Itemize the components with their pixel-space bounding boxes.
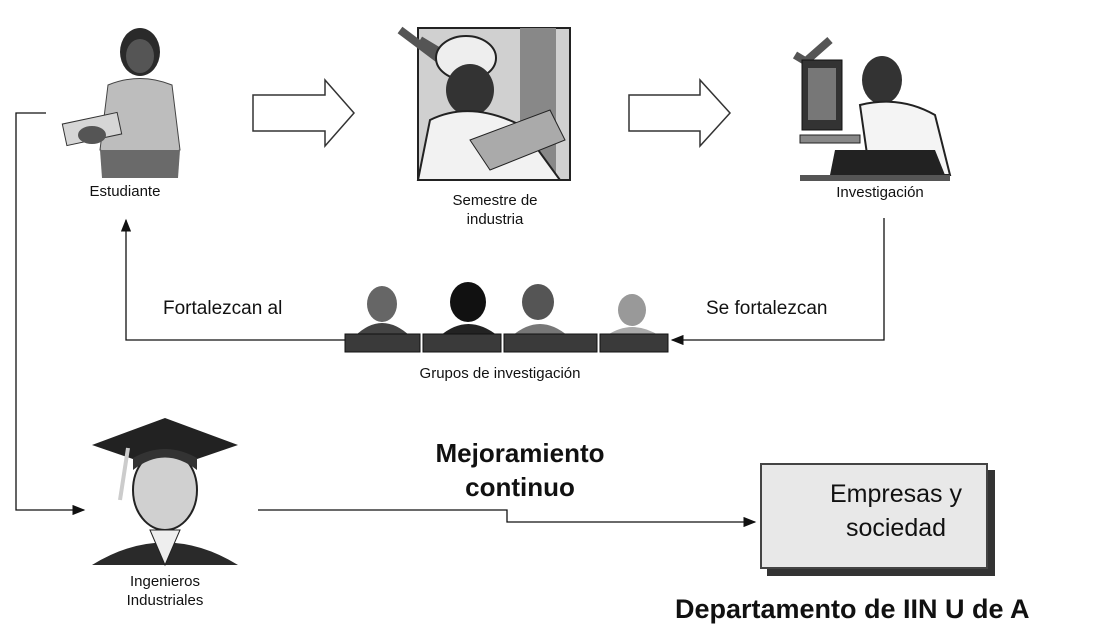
industry-worker-icon <box>397 26 571 181</box>
graduate-icon <box>92 418 238 567</box>
companies-box <box>760 463 988 569</box>
connector-groups-to-student <box>120 218 345 341</box>
student-icon <box>61 28 181 178</box>
companies-label: Empresas y sociedad <box>830 480 962 542</box>
researcher-computer-icon <box>792 36 952 181</box>
engineers-label: Ingenieros Industriales <box>126 573 204 609</box>
research-label: Investigación <box>836 184 924 201</box>
connector-engineers-to-companies <box>258 509 757 528</box>
edge-label-strengthened: Se fortalezcan <box>706 298 828 319</box>
student-label: Estudiante <box>89 183 161 200</box>
research-groups-icon <box>344 282 669 353</box>
edge-label-strengthen-student: Fortalezcan al <box>163 298 283 319</box>
edge-label-continuous-improvement: Mejoramiento continuo <box>435 438 605 502</box>
block-arrow-industry-to-research <box>628 78 732 148</box>
footer-department: Departamento de IIN U de A <box>675 594 1030 624</box>
connector-research-to-groups <box>670 218 885 346</box>
research-groups-label: Grupos de investigación <box>419 365 581 382</box>
connector-student-to-engineers <box>15 112 86 516</box>
industry-semester-label: Semestre de industria <box>452 192 538 228</box>
block-arrow-student-to-industry <box>252 78 355 148</box>
